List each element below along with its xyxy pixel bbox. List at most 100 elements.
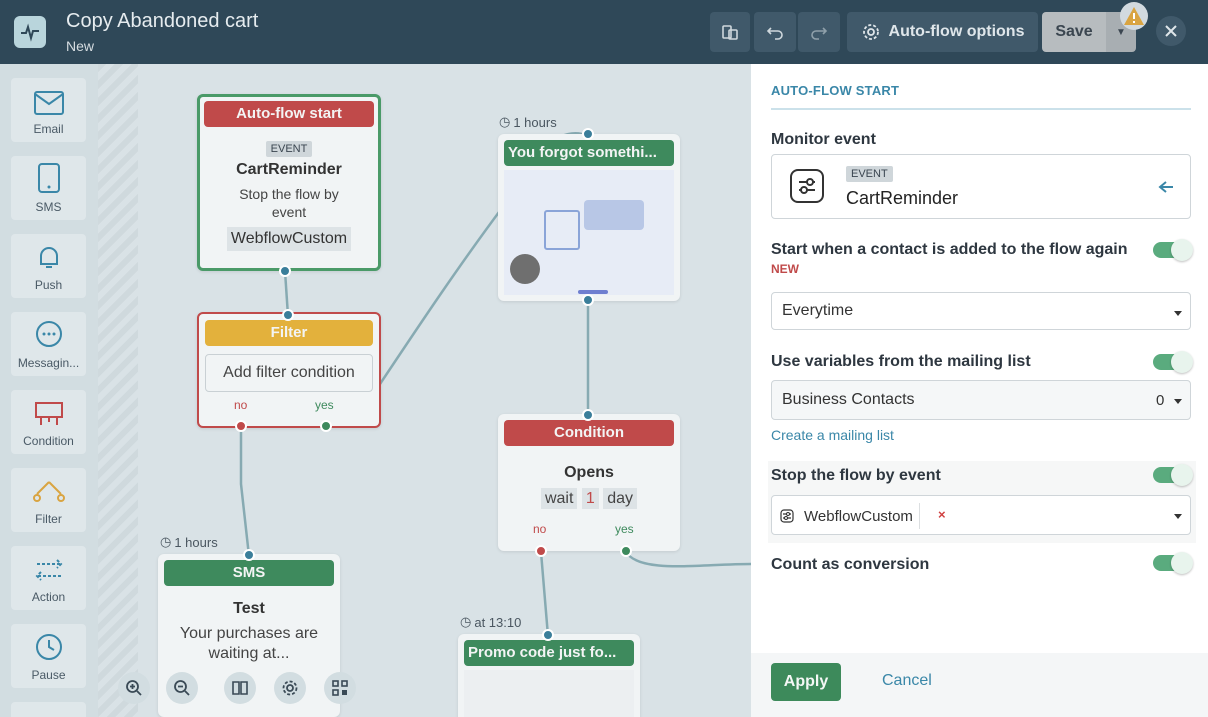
gear-icon <box>282 680 298 696</box>
mailing-list-count: 0 <box>1156 392 1165 409</box>
zoom-out-icon <box>174 680 190 696</box>
redo-icon <box>811 27 828 40</box>
save-button[interactable]: Save <box>1042 12 1106 52</box>
clock-icon: ◷ <box>160 534 172 549</box>
gear-icon <box>862 24 879 40</box>
monitor-event-label: Monitor event <box>771 131 876 148</box>
chevron-down-icon <box>1174 399 1182 404</box>
add-filter-condition-button[interactable]: Add filter condition <box>205 354 373 392</box>
stop-flow-label: Stop the flow by event <box>771 467 941 484</box>
phone-icon <box>37 163 60 193</box>
monitor-event-field[interactable]: EVENT CartReminder <box>771 154 1191 219</box>
clock-icon: ◷ <box>460 614 472 629</box>
auto-flow-options-label: Auto-flow options <box>888 23 1025 40</box>
panel-title: AUTO-FLOW START <box>771 83 900 98</box>
palette-filter[interactable]: Filter <box>11 468 86 532</box>
stop-flow-event-select[interactable]: WebflowCustom × <box>771 495 1191 535</box>
palette-filter-label: Filter <box>35 512 62 526</box>
node-promo[interactable]: Promo code just fo... <box>458 634 640 717</box>
zoom-in-button[interactable] <box>118 672 150 704</box>
redo-button[interactable] <box>798 12 840 52</box>
devices-icon <box>722 25 738 40</box>
palette-sms[interactable]: SMS <box>11 156 86 220</box>
node-email[interactable]: You forgot somethi... <box>498 134 680 301</box>
node-sms-text: Your purchases are waiting at... <box>179 625 319 662</box>
connector-dot[interactable] <box>582 128 594 140</box>
palette-condition-label: Condition <box>23 434 74 448</box>
page-title: Copy Abandoned cart <box>66 10 259 32</box>
palette-more[interactable] <box>11 702 86 717</box>
undo-icon <box>766 27 783 40</box>
conversion-label: Count as conversion <box>771 556 930 573</box>
connector-dot-yes[interactable] <box>620 545 632 557</box>
chat-bubble-icon <box>35 321 62 347</box>
palette-email[interactable]: Email <box>11 78 86 142</box>
stop-flow-tag: WebflowCustom <box>780 503 920 529</box>
palette-condition[interactable]: Condition <box>11 390 86 454</box>
node-start-event: CartReminder <box>236 161 342 178</box>
palette-pause[interactable]: Pause <box>11 624 86 688</box>
connector-dot-no[interactable] <box>235 420 247 432</box>
auto-flow-options-button[interactable]: Auto-flow options <box>847 12 1038 52</box>
node-condition-rule: Opens <box>564 464 614 481</box>
condition-wait-label: wait <box>540 488 578 509</box>
restart-select[interactable]: Everytime <box>771 292 1191 330</box>
settings-panel: AUTO-FLOW START Monitor event EVENT Cart… <box>751 64 1208 717</box>
palette-email-label: Email <box>33 122 64 136</box>
qr-code-button[interactable] <box>324 672 356 704</box>
undo-button[interactable] <box>754 12 796 52</box>
palette-action[interactable]: Action <box>11 546 86 610</box>
event-sliders-icon <box>790 169 824 203</box>
warning-icon[interactable] <box>1120 2 1148 30</box>
cancel-button[interactable]: Cancel <box>882 672 932 689</box>
connector-dot[interactable] <box>582 409 594 421</box>
node-start-title: Auto-flow start <box>204 101 374 127</box>
mailing-list-select[interactable]: Business Contacts 0 <box>771 380 1191 420</box>
palette-pause-label: Pause <box>31 668 66 682</box>
connector-dot-yes[interactable] <box>320 420 332 432</box>
stop-flow-tag-label: WebflowCustom <box>804 507 913 525</box>
node-promo-timer-text: at 13:10 <box>474 614 522 630</box>
zoom-out-button[interactable] <box>166 672 198 704</box>
new-badge: NEW <box>771 262 799 276</box>
condition-icon <box>34 402 63 425</box>
connector-dot-no[interactable] <box>535 545 547 557</box>
node-promo-title: Promo code just fo... <box>464 640 634 666</box>
close-button[interactable] <box>1156 16 1186 46</box>
palette-push[interactable]: Push <box>11 234 86 298</box>
condition-wait-number: 1 <box>581 488 599 509</box>
node-filter[interactable]: Filter Add filter condition no yes <box>197 312 381 428</box>
clock-icon <box>35 634 62 660</box>
create-mailing-list-link[interactable]: Create a mailing list <box>771 427 894 443</box>
connector-dot[interactable] <box>542 629 554 641</box>
preview-button[interactable] <box>710 12 750 52</box>
connector-dot[interactable] <box>243 549 255 561</box>
panel-footer: Apply Cancel <box>751 653 1208 717</box>
clock-icon: ◷ <box>499 114 511 129</box>
stop-flow-toggle[interactable] <box>1153 464 1193 486</box>
help-book-button[interactable] <box>224 672 256 704</box>
condition-wait-unit: day <box>603 488 638 509</box>
node-condition[interactable]: Condition Opens wait 1 day no yes <box>498 414 680 551</box>
connector-dot[interactable] <box>279 265 291 277</box>
node-auto-flow-start[interactable]: Auto-flow start EVENT CartReminder Stop … <box>197 94 381 271</box>
chevron-down-icon <box>1174 311 1182 316</box>
flow-canvas[interactable]: Email SMS Push Messagin... Condition Fil… <box>0 64 751 717</box>
remove-tag-icon[interactable]: × <box>938 507 946 522</box>
top-bar: Copy Abandoned cart New Auto-flow option… <box>0 0 1208 64</box>
palette-messaging[interactable]: Messagin... <box>11 312 86 376</box>
book-icon <box>232 681 248 695</box>
pulse-logo-icon[interactable] <box>14 16 46 48</box>
connector-dot[interactable] <box>282 309 294 321</box>
connector-dot[interactable] <box>582 294 594 306</box>
variables-toggle[interactable] <box>1153 351 1193 373</box>
email-thumbnail <box>504 170 674 295</box>
restart-toggle[interactable] <box>1153 239 1193 261</box>
promo-thumbnail <box>464 670 634 717</box>
canvas-settings-button[interactable] <box>274 672 306 704</box>
branch-no-label: no <box>234 398 248 412</box>
conversion-toggle[interactable] <box>1153 552 1193 574</box>
zoom-in-icon <box>126 680 142 696</box>
apply-button[interactable]: Apply <box>771 663 841 701</box>
back-arrow-icon[interactable] <box>1158 180 1174 194</box>
